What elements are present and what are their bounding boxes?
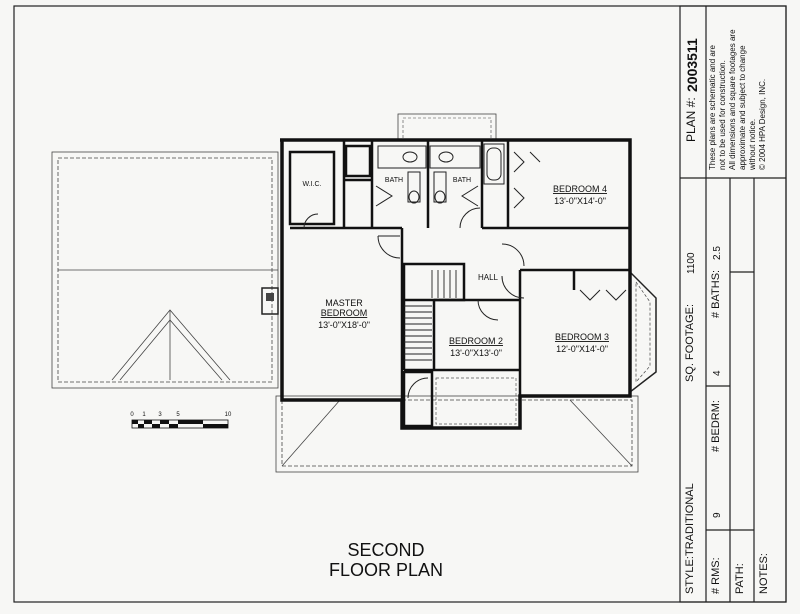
bay-window: [629, 270, 657, 394]
bath-fixtures: [377, 143, 505, 204]
baths-label: # BATHS:: [710, 269, 722, 318]
disclaimer-line-2: not to be used for construction.: [718, 60, 727, 170]
bedroom3-label: BEDROOM 3: [555, 332, 609, 342]
master-size: 13'-0"X18'-0": [318, 320, 370, 330]
scale-bar: 0 1 3 5 10: [130, 412, 232, 429]
plan-title-line2: FLOOR PLAN: [328, 560, 444, 580]
svg-text:5: 5: [176, 412, 180, 418]
bedrm-value: 4: [712, 370, 723, 376]
plan-title: SECOND FLOOR PLAN: [326, 540, 446, 580]
bedroom2-size: 13'-0"X13'-0": [450, 348, 502, 358]
bedroom3-size: 12'-0"X14'-0": [556, 344, 608, 354]
chimney: [261, 287, 279, 315]
rms-value: 9: [712, 512, 723, 518]
plan-number-label: PLAN #:: [684, 97, 698, 142]
path-label: PATH:: [734, 563, 746, 594]
sqft-label: SQ. FOOTAGE:: [684, 303, 696, 382]
page-border: [13, 5, 787, 603]
disclaimer-line-1: These plans are schematic and are: [708, 45, 717, 170]
roof-bottom: [275, 395, 639, 473]
baths-value: 2.5: [712, 246, 723, 260]
svg-text:3: 3: [158, 412, 162, 418]
master-label-1: MASTER: [325, 298, 363, 308]
door-swings: [303, 151, 627, 399]
style-label: STYLE:: [684, 556, 696, 594]
disclaimer-line-5: without notice.: [748, 118, 757, 170]
interior-walls: [288, 140, 630, 428]
wic-label: W.I.C.: [302, 181, 321, 188]
bedrm-label: # BEDRM:: [710, 400, 722, 452]
bath2-label: BATH: [453, 177, 471, 184]
copyright: © 2004 HPA Design, INC.: [758, 78, 767, 170]
svg-text:0: 0: [130, 412, 134, 418]
exterior-walls: [280, 138, 632, 430]
rms-label: # RMS:: [710, 557, 722, 594]
sqft-value: 1100: [686, 252, 697, 274]
disclaimer-line-3: All dimensions and square footages are: [728, 29, 737, 170]
roof-left: [51, 151, 279, 389]
plan-number: 2003511: [684, 38, 700, 92]
top-roof: [397, 113, 497, 141]
bath1-label: BATH: [385, 177, 403, 184]
open-to-below: [435, 377, 517, 425]
title-block-frame: [679, 5, 787, 603]
svg-text:1: 1: [142, 412, 146, 418]
master-label-2: BEDROOM: [321, 308, 368, 318]
style-value: TRADITIONAL: [684, 483, 696, 556]
disclaimer-line-4: approximate and subject to change: [738, 45, 747, 170]
bedroom2-label: BEDROOM 2: [449, 336, 503, 346]
stairs: [404, 270, 457, 361]
notes-label: NOTES:: [758, 553, 770, 594]
bedroom4-label: BEDROOM 4: [553, 184, 607, 194]
bedroom4-size: 13'-0"X14'-0": [554, 196, 606, 206]
svg-text:10: 10: [225, 412, 232, 418]
plan-title-line1: SECOND: [347, 540, 425, 560]
hall-label: HALL: [478, 273, 499, 282]
